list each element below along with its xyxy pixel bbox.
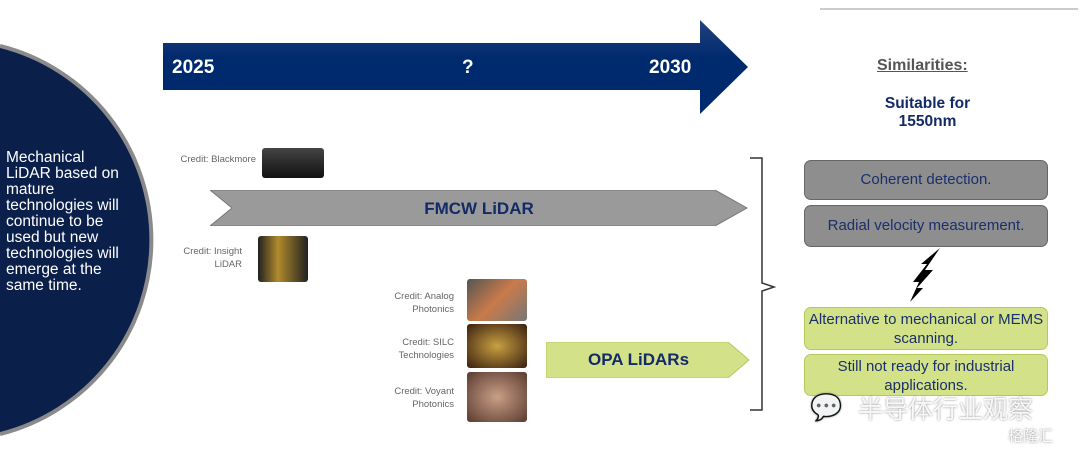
similarities-title: Similarities: bbox=[877, 57, 968, 74]
credit-insight: Credit: Insight LiDAR bbox=[183, 246, 242, 270]
credit-blackmore: Credit: Blackmore bbox=[180, 154, 257, 165]
timeline-end: 2030 bbox=[649, 57, 692, 78]
wechat-icon: 💬 bbox=[810, 392, 843, 422]
analog-chip-image bbox=[467, 279, 527, 321]
timeline-middle: ? bbox=[462, 57, 474, 78]
voyant-chip-image bbox=[467, 372, 527, 422]
fmcw-label: FMCW LiDAR bbox=[424, 199, 534, 218]
lightning-icon bbox=[910, 248, 940, 302]
similarities-subtitle: Suitable for 1550nm bbox=[884, 95, 971, 130]
timeline-start: 2025 bbox=[172, 57, 215, 78]
blackmore-device-image bbox=[262, 148, 324, 178]
mechanical-lidar-circle bbox=[0, 44, 154, 436]
point-radial-velocity: Radial velocity measurement. bbox=[804, 205, 1048, 247]
bracket bbox=[750, 157, 777, 411]
credit-voyant: Credit: Voyant Photonics bbox=[394, 386, 454, 410]
silc-chip-image bbox=[467, 324, 527, 368]
header-divider bbox=[820, 8, 1078, 10]
opa-arrow bbox=[546, 342, 750, 378]
point-not-ready: Still not ready for industrial applicati… bbox=[804, 354, 1048, 396]
insight-device-image bbox=[258, 236, 308, 282]
timeline-arrow bbox=[163, 20, 748, 114]
watermark-glh: 格隆汇 bbox=[1008, 428, 1054, 445]
opa-label: OPA LiDARs bbox=[587, 350, 690, 369]
point-alternative-scanning: Alternative to mechanical or MEMS scanni… bbox=[804, 307, 1048, 350]
mechanical-lidar-note: Mechanical LiDAR based on mature technol… bbox=[6, 149, 119, 294]
watermark-source: 半导体行业观察 bbox=[858, 396, 1034, 424]
credit-analog: Credit: Analog Photonics bbox=[394, 291, 454, 315]
credit-silc: Credit: SILC Technologies bbox=[398, 337, 454, 361]
fmcw-arrow bbox=[210, 190, 748, 226]
point-coherent: Coherent detection. bbox=[804, 160, 1048, 200]
